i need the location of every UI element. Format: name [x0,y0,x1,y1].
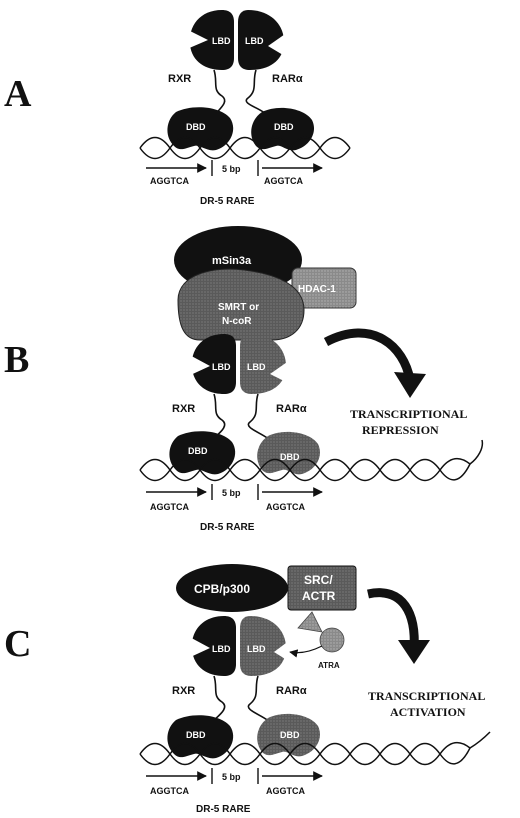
rxr-lbd-label: LBD [212,36,231,46]
dna-helix [139,136,351,160]
rar-hinge [247,393,273,443]
rar-lbd-label: LBD [247,644,266,654]
rar-label: RARα [276,685,307,697]
rar-ligand-pocket [274,640,290,662]
rar-lbd-label: LBD [245,36,264,46]
activation-arrow [367,588,419,647]
rar-lbd-shape [240,616,286,676]
panel-c: C CPB/p300 SRC/ ACTR LBD LBD ATRA TRANSC… [4,564,491,815]
rxr-dbd-shape [167,715,234,759]
left-half-site-seq: AGGTCA [150,176,189,186]
rxr-hinge [213,69,226,117]
outcome-label-line2: ACTIVATION [390,705,466,719]
rar-lbd-shape [238,10,284,70]
src-actr-label-line1: SRC/ [304,573,333,587]
src-actr-label-line2: ACTR [302,589,336,603]
rxr-dbd-shape [169,431,236,475]
cbp-p300-label: CPB/p300 [194,582,250,596]
panel-b: B mSin3a HDAC-1 SMRT or N-coR LBD LBD RX… [4,226,484,533]
hdac1-label: HDAC-1 [298,284,336,295]
rar-dbd-shape [257,431,321,475]
spacer-label: 5 bp [222,488,241,498]
activation-arrow-head [398,640,430,664]
rxr-lbd-shape [191,616,236,676]
rxr-dbd-label: DBD [186,730,206,740]
rar-dbd-shape [257,713,321,757]
response-element-label: DR-5 RARE [200,196,255,207]
spacer-label: 5 bp [222,164,241,174]
atra-triangle [297,611,323,633]
panel-letter-c: C [4,623,31,665]
rxr-ligand-pocket [184,352,210,378]
rxr-lbd-label: LBD [212,644,231,654]
atra-label: ATRA [318,661,340,670]
corepressor-label-line2: N-coR [222,316,252,327]
atra-circle [319,627,345,653]
rxr-ligand-pocket [180,26,208,52]
outcome-label-line1: TRANSCRIPTIONAL [368,689,485,703]
dna-helix [139,439,484,482]
outcome-label-line2: REPRESSION [362,423,439,437]
rar-lbd-label: LBD [247,362,266,372]
outcome-label-line1: TRANSCRIPTIONAL [350,407,467,421]
rar-dbd-label: DBD [280,452,300,462]
rxr-dbd-label: DBD [186,122,206,132]
repression-arrow [323,328,415,381]
rxr-lbd-shape [191,334,236,394]
right-half-site-seq: AGGTCA [264,176,303,186]
rxr-dbd-shape [167,107,234,151]
msin3a-label: mSin3a [212,255,252,267]
corepressor-shape [177,268,305,341]
left-half-site-seq: AGGTCA [150,502,189,512]
rar-hinge [245,69,269,117]
rxr-lbd-shape [186,10,234,70]
rar-ligand-pocket [270,360,290,384]
response-element-label: DR-5 RARE [200,522,255,533]
rxr-lbd-label: LBD [212,362,231,372]
atra-binding-arrow [289,645,323,658]
rxr-label: RXR [172,403,195,415]
rar-dbd-label: DBD [280,730,300,740]
cbp-p300-shape [176,564,288,612]
repression-arrow-head [394,372,426,398]
rxr-dbd-label: DBD [188,446,208,456]
rar-label: RARα [272,73,303,85]
rar-lbd-shape [240,334,286,394]
src-actr-box [287,565,357,611]
right-half-site-seq: AGGTCA [266,786,305,796]
rar-ligand-pocket [268,32,288,58]
rxr-ligand-pocket [184,634,210,660]
rar-label: RARα [276,403,307,415]
panel-letter-b: B [4,339,29,381]
right-half-site-seq: AGGTCA [266,502,305,512]
panel-letter-a: A [4,73,32,115]
rar-dbd-label: DBD [274,122,294,132]
left-half-site-seq: AGGTCA [150,786,189,796]
spacer-label: 5 bp [222,772,241,782]
corepressor-label-line1: SMRT or [218,302,259,313]
rar-hinge [247,675,273,725]
dna-helix [139,731,491,766]
rxr-label: RXR [168,73,191,85]
rxr-label: RXR [172,685,195,697]
rxr-hinge [211,675,226,723]
panel-a: A LBD LBD RXR RARα DBD DBD 5 bp AGGTCA A… [4,10,351,207]
response-element-label: DR-5 RARE [196,804,251,815]
